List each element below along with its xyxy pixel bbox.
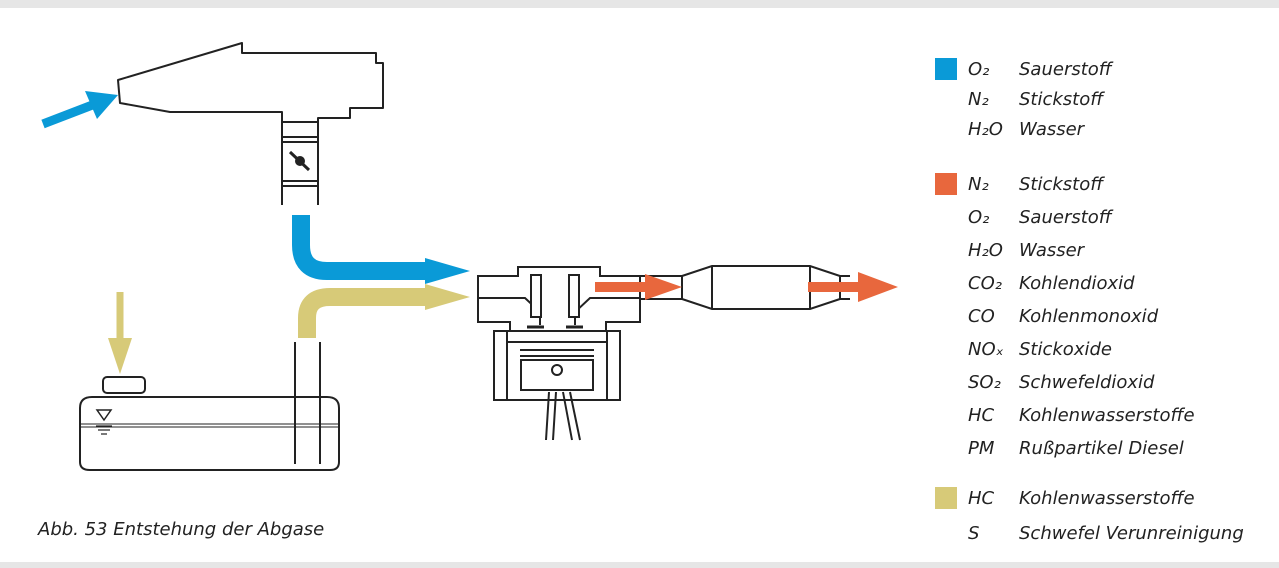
legend-name: Rußpartikel Diesel bbox=[1019, 438, 1184, 459]
legend-name: Stickstoff bbox=[1019, 174, 1104, 195]
intake-air-arrow bbox=[41, 91, 118, 129]
legend-formula: NOₓ bbox=[968, 339, 1004, 360]
legend-name: Schwefeldioxid bbox=[1019, 372, 1155, 393]
legend-name: Stickstoff bbox=[1019, 89, 1104, 110]
legend-name: Kohlenmonoxid bbox=[1019, 306, 1159, 327]
legend-formula: O₂ bbox=[968, 59, 990, 80]
legend-formula: N₂ bbox=[968, 174, 989, 195]
legend-name: Wasser bbox=[1019, 240, 1085, 261]
legend-name: Stickoxide bbox=[1019, 339, 1112, 360]
legend-formula: HC bbox=[968, 488, 995, 509]
legend-formula: CO₂ bbox=[968, 273, 1002, 294]
legend-formula: PM bbox=[968, 438, 995, 459]
fuel-filling-arrow bbox=[108, 292, 132, 374]
exhaust-outlet-arrow bbox=[808, 272, 898, 302]
engine-cylinder bbox=[477, 266, 641, 441]
legend-name: Sauerstoff bbox=[1019, 59, 1112, 80]
legend-formula: N₂ bbox=[968, 89, 989, 110]
legend-formula: H₂O bbox=[968, 119, 1003, 140]
exhaust-gas-arrow bbox=[595, 274, 682, 300]
legend-name: Kohlendioxid bbox=[1019, 273, 1135, 294]
legend-name: Kohlenwasserstoffe bbox=[1019, 405, 1195, 426]
legend-formula: S bbox=[968, 523, 980, 544]
fuel-tank bbox=[79, 342, 340, 471]
figure-caption: Abb. 53 Entstehung der Abgase bbox=[38, 519, 325, 540]
legend-swatch-orange bbox=[935, 173, 957, 195]
fuel-flow-arrow bbox=[298, 284, 470, 338]
air-flow-arrow bbox=[292, 215, 470, 284]
legend-formula: CO bbox=[968, 306, 995, 327]
legend-name: Kohlenwasserstoffe bbox=[1019, 488, 1195, 509]
legend-formula: H₂O bbox=[968, 240, 1003, 261]
legend-formula: HC bbox=[968, 405, 995, 426]
legend-name: Wasser bbox=[1019, 119, 1085, 140]
legend-formula: SO₂ bbox=[968, 372, 1001, 393]
legend-formula: O₂ bbox=[968, 207, 990, 228]
legend-name: Schwefel Verunreinigung bbox=[1019, 523, 1244, 544]
throttle-body bbox=[281, 122, 319, 205]
air-filter bbox=[117, 42, 384, 123]
legend-swatch-blue bbox=[935, 58, 957, 80]
legend-name: Sauerstoff bbox=[1019, 207, 1112, 228]
legend-swatch-yellow bbox=[935, 487, 957, 509]
